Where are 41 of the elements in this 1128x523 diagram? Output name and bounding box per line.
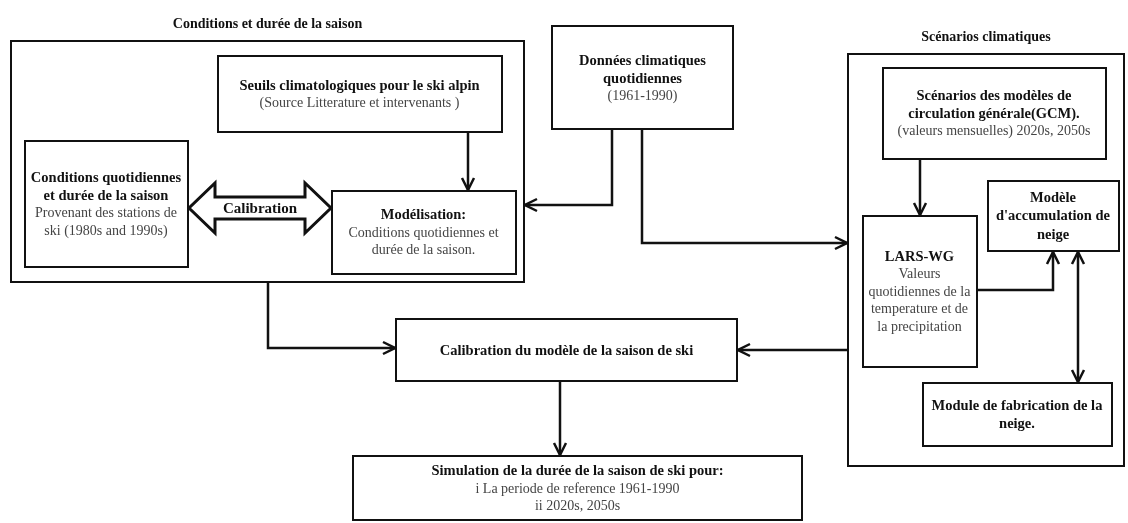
- process-box: [330, 189, 517, 275]
- process-box: [23, 139, 189, 268]
- arrow: [523, 130, 614, 213]
- box-text: ii 2020s, 2050s: [534, 497, 621, 515]
- box-title: LARS-WG: [884, 246, 955, 266]
- box-title: Calibration du modèle de la saison de ski: [439, 340, 694, 360]
- box-title: Scénarios des modèles de circulation générale(GCM).: [907, 86, 1081, 123]
- box-text: Conditions quotidiennes et durée de la saison.: [347, 223, 500, 259]
- box-text: (1961-1990): [607, 86, 678, 105]
- arrow: [640, 130, 849, 251]
- process-box: [395, 318, 738, 382]
- box-title: Modélisation:: [380, 205, 467, 224]
- arrow: [266, 283, 397, 356]
- arrow: [912, 160, 928, 217]
- edge-label: Calibration: [222, 199, 298, 217]
- process-box: [921, 381, 1113, 447]
- process-box: [861, 214, 978, 368]
- arrow: [460, 133, 476, 192]
- process-box: [551, 25, 734, 130]
- group-heading: Conditions et durée de la saison: [171, 16, 364, 32]
- box-text: Valeurs quotidiennes de la temperature et de la precipitation: [867, 265, 972, 336]
- box-text: (valeurs mensuelles) 2020s, 2050s: [897, 122, 1091, 140]
- box-text: (Source Litterature et intervenants ): [259, 93, 460, 112]
- process-box: [986, 179, 1120, 252]
- box-title: Module de fabrication de la neige.: [930, 395, 1104, 433]
- process-box: [216, 54, 503, 133]
- group-heading: Scénarios climatiques: [920, 29, 1052, 45]
- box-text: Provenant des stations de ski (1980s and 1990s): [34, 204, 178, 240]
- process-box: [881, 66, 1107, 160]
- box-title: Simulation de la durée de la saison de ski pour:: [431, 461, 724, 480]
- box-text: i La periode de reference 1961-1990: [475, 479, 680, 498]
- arrow: [978, 250, 1061, 292]
- process-box: [352, 455, 803, 521]
- arrow: [552, 382, 568, 457]
- arrow: [736, 342, 847, 358]
- box-title: Modèle d'accumulation de neige: [995, 188, 1111, 243]
- box-title: Données climatiques quotidiennes: [578, 50, 707, 87]
- double-arrow: [186, 179, 334, 237]
- box-title: Conditions quotidiennes et durée de la saison: [29, 167, 183, 205]
- box-title: Seuils climatologiques pour le ski alpin: [239, 75, 480, 94]
- arrow: [1070, 250, 1086, 384]
